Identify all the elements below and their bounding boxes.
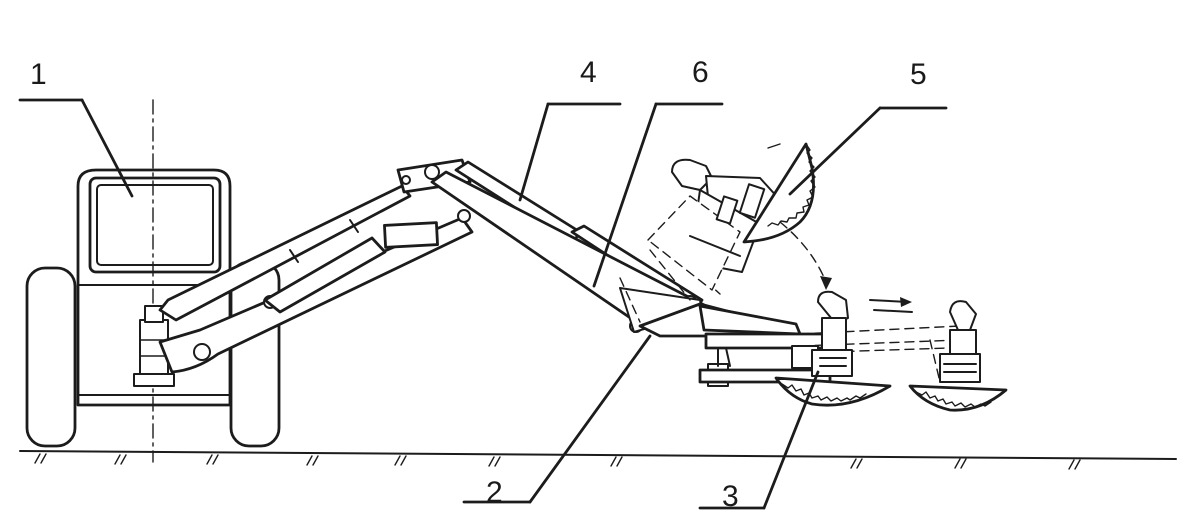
tractor-body: [25, 99, 281, 463]
callout-1: 1: [30, 58, 47, 91]
rotation-arrow: [779, 221, 832, 290]
callout-2: 2: [486, 476, 503, 509]
ground: [19, 450, 1177, 470]
raised-saw-blade: [742, 142, 816, 244]
right-wheel: [229, 260, 281, 448]
callout-5: 5: [910, 58, 927, 91]
callout-4: 4: [580, 56, 597, 89]
callout-6: 6: [692, 56, 709, 89]
lift-cylinder: [158, 184, 439, 322]
extension-arrows: [869, 297, 913, 313]
left-wheel: [25, 266, 77, 448]
working-saw-blade: [774, 376, 892, 407]
working-cutter-head: [811, 290, 853, 377]
carriage-frame: [638, 302, 832, 387]
raised-cutter-head: [647, 143, 781, 291]
extended-saw-blade: [908, 384, 1008, 412]
leader-lines: [18, 98, 948, 510]
callout-3: 3: [722, 480, 739, 513]
extended-cutter-head: [929, 300, 981, 383]
